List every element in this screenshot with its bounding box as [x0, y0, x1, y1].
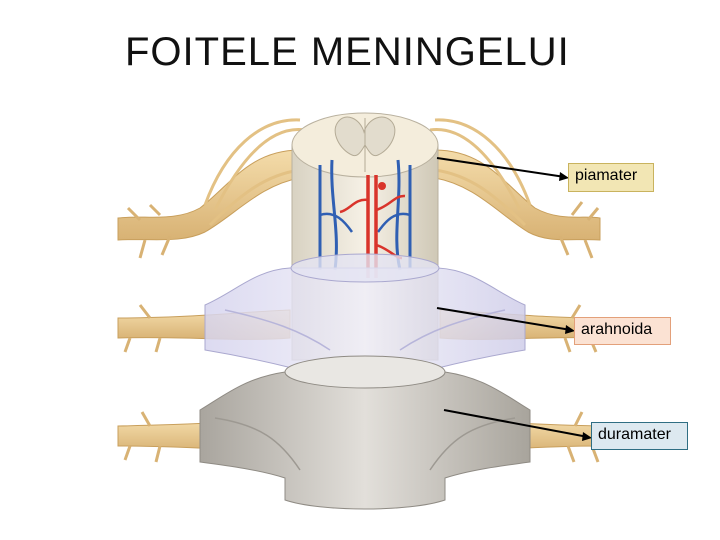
arahnoida-label: arahnoida	[574, 317, 671, 345]
dura-mater-sheath	[200, 356, 530, 509]
duramater-label: duramater	[591, 422, 688, 450]
arachnoid-sheath	[205, 254, 525, 368]
piamater-label: piamater	[568, 163, 654, 192]
